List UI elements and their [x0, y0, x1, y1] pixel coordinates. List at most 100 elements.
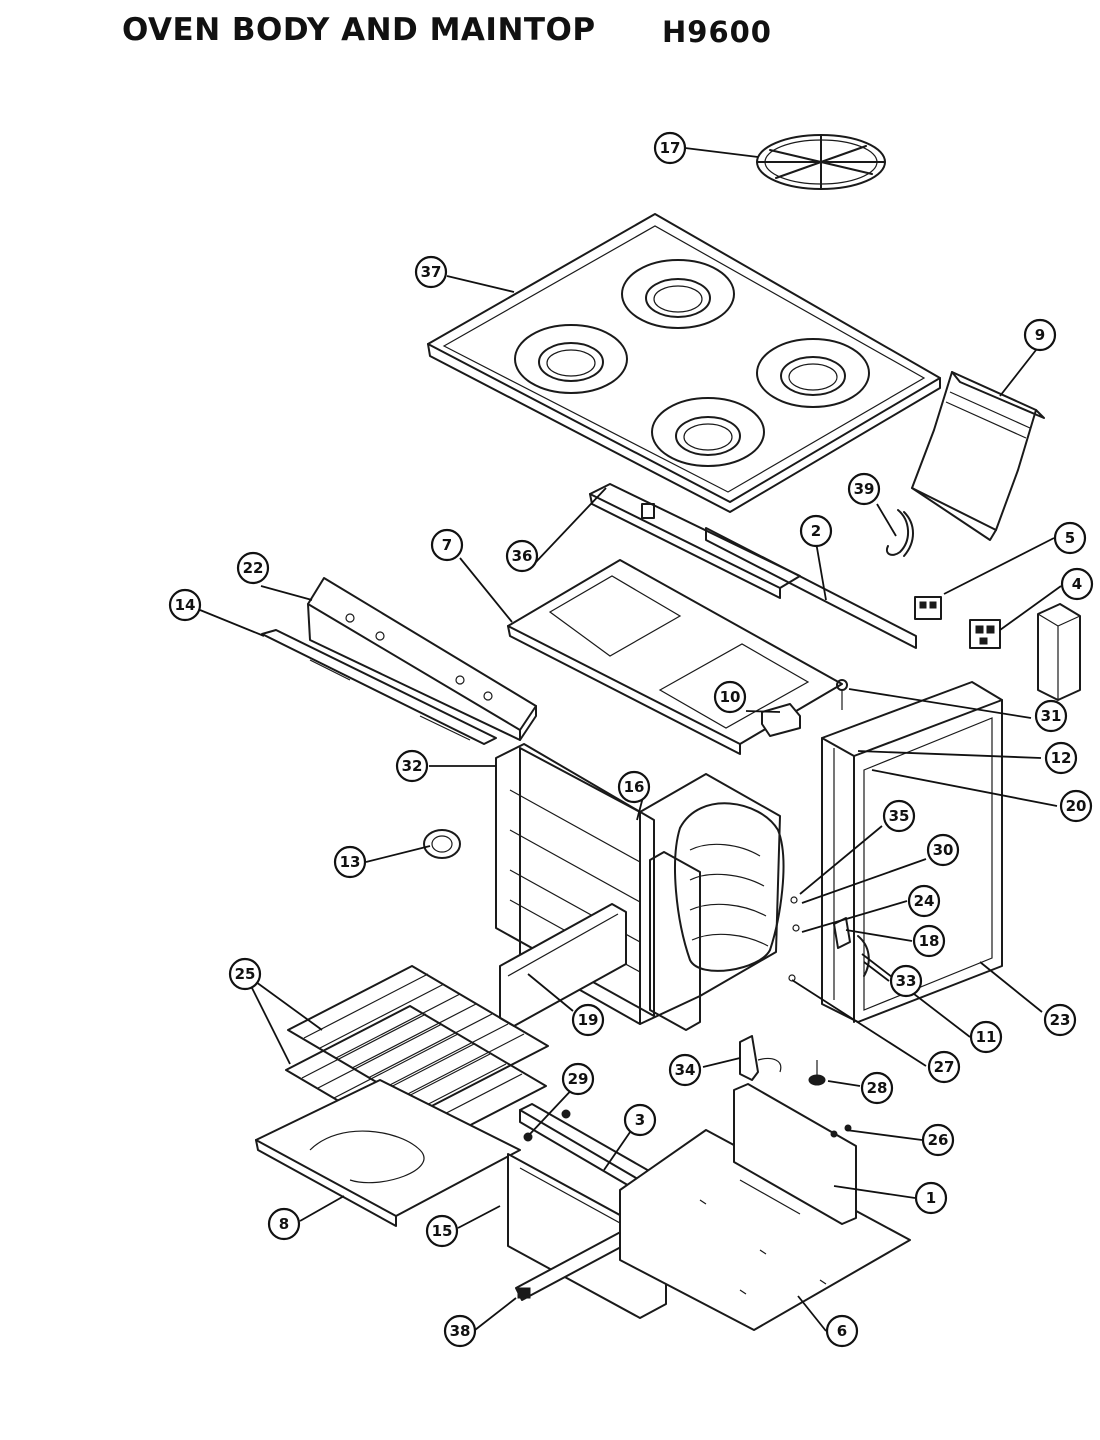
callout-label: 17 [660, 139, 681, 157]
callout-19: 19 [571, 1003, 605, 1037]
callout-label: 8 [279, 1215, 289, 1233]
callout-label: 15 [432, 1222, 453, 1240]
callout-22: 22 [236, 551, 270, 585]
callout-10: 10 [713, 680, 747, 714]
part-insulation [674, 802, 785, 972]
callout-35: 35 [882, 799, 916, 833]
part-access-panel [733, 1083, 857, 1225]
part-control-box [1037, 603, 1081, 701]
part-thermostat [739, 1035, 782, 1081]
callout-13: 13 [333, 845, 367, 879]
callout-7: 7 [430, 528, 464, 562]
callout-label: 18 [919, 932, 940, 950]
callout-label: 2 [811, 522, 821, 540]
callout-label: 34 [675, 1061, 696, 1079]
part-switch-5 [914, 596, 942, 620]
callout-37: 37 [414, 255, 448, 289]
callout-4: 4 [1060, 567, 1094, 601]
callout-label: 29 [568, 1070, 589, 1088]
part-trim-strip [261, 629, 497, 745]
callout-label: 4 [1072, 575, 1082, 593]
callout-36: 36 [505, 539, 539, 573]
callout-label: 5 [1065, 529, 1075, 547]
part-oven-top [507, 559, 843, 755]
part-broiler-pan [255, 1079, 521, 1227]
callout-label: 10 [720, 688, 741, 706]
callout-label: 30 [933, 841, 954, 859]
callout-label: 37 [421, 263, 442, 281]
callout-16: 16 [617, 770, 651, 804]
callout-17: 17 [653, 131, 687, 165]
part-screw-26 [830, 1124, 852, 1138]
part-maintop [427, 213, 941, 513]
callout-23: 23 [1043, 1003, 1077, 1037]
callout-39: 39 [847, 472, 881, 506]
callout-38: 38 [443, 1314, 477, 1348]
callout-14: 14 [168, 588, 202, 622]
callout-label: 13 [340, 853, 361, 871]
callout-label: 20 [1066, 797, 1087, 815]
callout-label: 14 [175, 596, 196, 614]
callout-9: 9 [1023, 318, 1057, 352]
callout-24: 24 [907, 884, 941, 918]
callout-25: 25 [228, 957, 262, 991]
part-clip-29 [523, 1109, 571, 1142]
callout-label: 22 [243, 559, 264, 577]
callout-33: 33 [889, 964, 923, 998]
part-side-panel [821, 681, 1003, 1023]
callout-31: 31 [1034, 699, 1068, 733]
callout-label: 25 [235, 965, 256, 983]
callout-26: 26 [921, 1123, 955, 1157]
callout-label: 27 [934, 1058, 955, 1076]
model-number: H9600 [662, 15, 772, 49]
callout-30: 30 [926, 833, 960, 867]
callout-label: 7 [442, 536, 452, 554]
part-light [423, 829, 461, 859]
callout-27: 27 [927, 1050, 961, 1084]
part-switch-4 [969, 619, 1001, 649]
part-side-rail [705, 527, 917, 649]
callout-3: 3 [623, 1103, 657, 1137]
callout-label: 36 [512, 547, 533, 565]
callout-label: 23 [1050, 1011, 1071, 1029]
callout-29: 29 [561, 1062, 595, 1096]
callout-2: 2 [799, 514, 833, 548]
callout-15: 15 [425, 1214, 459, 1248]
callout-label: 33 [896, 972, 917, 990]
part-wire [886, 509, 914, 557]
part-screw-31 [836, 679, 848, 710]
part-rear-panel [911, 371, 1045, 541]
callout-label: 39 [854, 480, 875, 498]
callout-label: 16 [624, 778, 645, 796]
callout-label: 38 [450, 1322, 471, 1340]
callout-32: 32 [395, 749, 429, 783]
callout-34: 34 [668, 1053, 702, 1087]
callout-label: 1 [926, 1189, 936, 1207]
callout-1: 1 [914, 1181, 948, 1215]
callout-label: 32 [402, 757, 423, 775]
callout-18: 18 [912, 924, 946, 958]
callout-28: 28 [860, 1071, 894, 1105]
callout-label: 19 [578, 1011, 599, 1029]
callout-label: 31 [1041, 707, 1062, 725]
callout-label: 11 [976, 1028, 997, 1046]
diagram-title: OVEN BODY AND MAINTOP [122, 12, 596, 48]
callout-label: 35 [889, 807, 910, 825]
callout-20: 20 [1059, 789, 1093, 823]
callout-6: 6 [825, 1314, 859, 1348]
part-front-header [307, 577, 537, 741]
leader-lines [199, 147, 1062, 1332]
callout-label: 26 [928, 1131, 949, 1149]
callout-12: 12 [1044, 741, 1078, 775]
part-leveler [808, 1060, 826, 1086]
callout-label: 24 [914, 892, 935, 910]
callout-label: 9 [1035, 326, 1045, 344]
part-base [619, 1129, 911, 1331]
callout-label: 6 [837, 1322, 847, 1340]
callout-11: 11 [969, 1020, 1003, 1054]
callout-label: 12 [1051, 749, 1072, 767]
part-door-gasket [649, 851, 701, 1031]
callout-label: 3 [635, 1111, 645, 1129]
part-grate [756, 134, 886, 190]
